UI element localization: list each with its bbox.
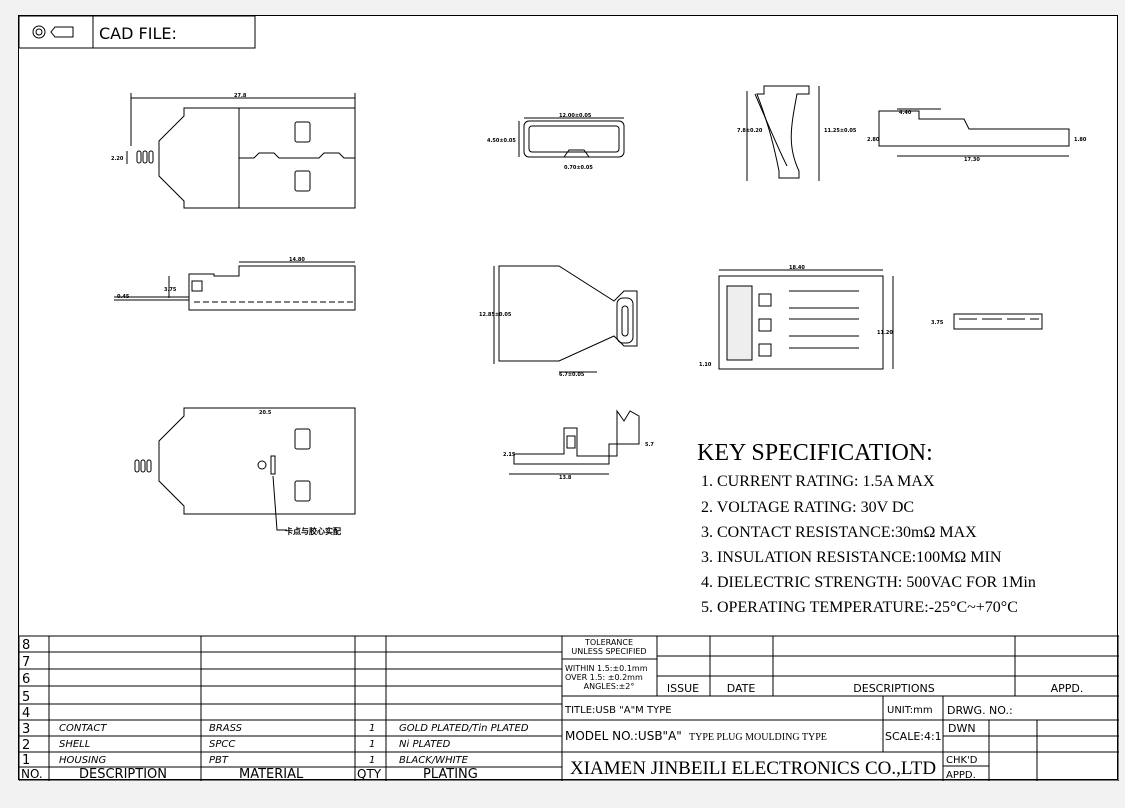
bom-text: 8 7 6 5 4 3 2 1 CONTACT BRASS 1 GOLD PLA… xyxy=(21,638,529,781)
tolerance-label: TOLERANCE xyxy=(584,638,633,647)
flat-note: 卡点与胶心实配 xyxy=(285,526,341,536)
dim-clip-side-length: 17.30 xyxy=(964,157,980,163)
date-label: DATE xyxy=(727,682,756,695)
dim-top-height: 2.20 xyxy=(111,156,124,162)
bom-header-qty: QTY xyxy=(357,767,382,781)
bom-header-no: NO. xyxy=(21,767,43,781)
bom-material: BRASS xyxy=(209,723,243,734)
dim-clip-inner: 7.8±0.20 xyxy=(737,128,763,134)
dim-clip-side-left: 2.80 xyxy=(867,137,880,143)
view-housing-end xyxy=(953,313,1043,330)
dim-shell-width: 12.00±0.05 xyxy=(559,113,592,119)
model-no: MODEL NO.:USB"A" xyxy=(565,729,682,743)
bom-description: HOUSING xyxy=(59,755,106,766)
dim-housing-end-height: 3.75 xyxy=(931,320,944,326)
model-type: TYPE PLUG MOULDING TYPE xyxy=(689,732,827,743)
tolerance-label-2: UNLESS SPECIFIED xyxy=(571,647,646,656)
bom-description: SHELL xyxy=(59,739,90,750)
dim-small-top: 5.7 xyxy=(645,442,654,448)
cad-header: CAD FILE: xyxy=(19,16,256,49)
bom-material: PBT xyxy=(209,755,229,766)
dim-flat-length: 20.5 xyxy=(259,410,272,416)
bom-qty: 1 xyxy=(369,755,375,766)
key-specification: KEY SPECIFICATION: 1. CURRENT RATING: 1.… xyxy=(697,440,1036,616)
view-flat xyxy=(134,407,356,531)
dim-clip-outer: 11.25±0.05 xyxy=(824,128,857,134)
bom-no: 8 xyxy=(22,638,30,653)
bom-qty: 1 xyxy=(369,739,375,750)
dim-housing-lead: 1.10 xyxy=(699,362,712,368)
dwn-label: DWN xyxy=(948,722,976,735)
bom-header-plating: PLATING xyxy=(423,767,478,781)
key-spec-title: KEY SPECIFICATION: xyxy=(697,440,933,466)
dim-open-bottom: 6.7±0.05 xyxy=(559,372,585,378)
first-angle-projection-icon xyxy=(32,25,74,39)
appd-label: APPD. xyxy=(1051,682,1084,695)
bom-header-material: MATERIAL xyxy=(239,767,304,781)
view-top-plug xyxy=(126,93,356,209)
dim-shell-height: 4.50±0.05 xyxy=(487,138,516,144)
tolerance-angles: ANGLES:±2° xyxy=(584,682,635,691)
dim-shell-gap: 0.70±0.05 xyxy=(564,165,593,171)
dim-top-length: 27.8 xyxy=(234,93,247,99)
bom-no: 4 xyxy=(22,706,30,721)
drwg-no-label: DRWG. NO.: xyxy=(947,704,1013,717)
drawing-title: TITLE:USB "A"M TYPE xyxy=(564,705,672,716)
view-clip-end xyxy=(746,85,820,181)
dim-open-height: 12.85±0.05 xyxy=(479,312,512,318)
bom-description: CONTACT xyxy=(59,723,107,734)
bom-plating: Ni PLATED xyxy=(399,739,451,750)
descriptions-label: DESCRIPTIONS xyxy=(853,682,934,695)
issue-label: ISSUE xyxy=(667,682,699,695)
dim-side-step: 3.75 xyxy=(164,287,177,293)
dim-clip-side-right: 1.80 xyxy=(1074,137,1087,143)
bom-plating: BLACK/WHITE xyxy=(399,755,469,766)
bom-no: 2 xyxy=(22,738,30,753)
view-small-side xyxy=(509,409,640,475)
bom-no: 7 xyxy=(22,655,30,670)
drawing-sheet: CAD FILE: 27.8 2.20 14.80 3.75 0.45 xyxy=(18,15,1119,781)
key-spec-item: 1. CURRENT RATING: 1.5A MAX xyxy=(701,473,935,490)
key-spec-item: 4. DIELECTRIC STRENGTH: 500VAC FOR 1Min xyxy=(701,574,1036,591)
chkd-label: CHK'D xyxy=(946,755,978,766)
appd2-label: APPD. xyxy=(946,770,976,781)
dim-small-height: 2.15 xyxy=(503,452,516,458)
cad-file-label: CAD FILE: xyxy=(99,24,177,43)
key-spec-item: 2. VOLTAGE RATING: 30V DC xyxy=(701,499,914,516)
view-side xyxy=(114,261,356,311)
drawing-canvas: CAD FILE: 27.8 2.20 14.80 3.75 0.45 xyxy=(19,16,1119,781)
title-block-text: TOLERANCE UNLESS SPECIFIED WITHIN 1.5:±0… xyxy=(564,638,1083,781)
key-spec-item: 3. CONTACT RESISTANCE:30mΩ MAX xyxy=(701,524,977,541)
company-name: XIAMEN JINBEILI ELECTRONICS CO.,LTD xyxy=(570,758,936,779)
dim-clip-side-top: 4.40 xyxy=(899,110,912,116)
bom-qty: 1 xyxy=(369,723,375,734)
view-housing xyxy=(718,269,894,370)
view-clip-side xyxy=(878,108,1070,157)
view-shell-end xyxy=(518,117,625,158)
bom-no: 5 xyxy=(22,690,30,705)
key-spec-item: 3. INSULATION RESISTANCE:100MΩ MIN xyxy=(701,549,1002,566)
dim-side-lead: 0.45 xyxy=(117,294,130,300)
bom-plating: GOLD PLATED/Tin PLATED xyxy=(399,723,529,734)
dim-housing-width: 18.40 xyxy=(789,265,805,271)
tolerance-over: OVER 1.5: ±0.2mm xyxy=(565,673,643,682)
tolerance-within: WITHIN 1.5:±0.1mm xyxy=(565,664,648,673)
bom-material: SPCC xyxy=(209,739,235,750)
dim-small-length: 13.8 xyxy=(559,475,572,481)
dim-housing-height: 11.20 xyxy=(877,330,893,336)
bom-no: 1 xyxy=(22,753,30,768)
bom-no: 6 xyxy=(22,672,30,687)
view-open-shell xyxy=(493,265,638,373)
bom-no: 3 xyxy=(22,722,30,737)
scale-label: SCALE:4:1 xyxy=(885,730,942,743)
key-spec-item: 5. OPERATING TEMPERATURE:-25°C~+70°C xyxy=(701,599,1018,616)
bom-header-description: DESCRIPTION xyxy=(79,767,167,781)
title-block xyxy=(561,635,1119,781)
dim-side-length: 14.80 xyxy=(289,257,305,263)
unit-label: UNIT:mm xyxy=(887,705,933,716)
